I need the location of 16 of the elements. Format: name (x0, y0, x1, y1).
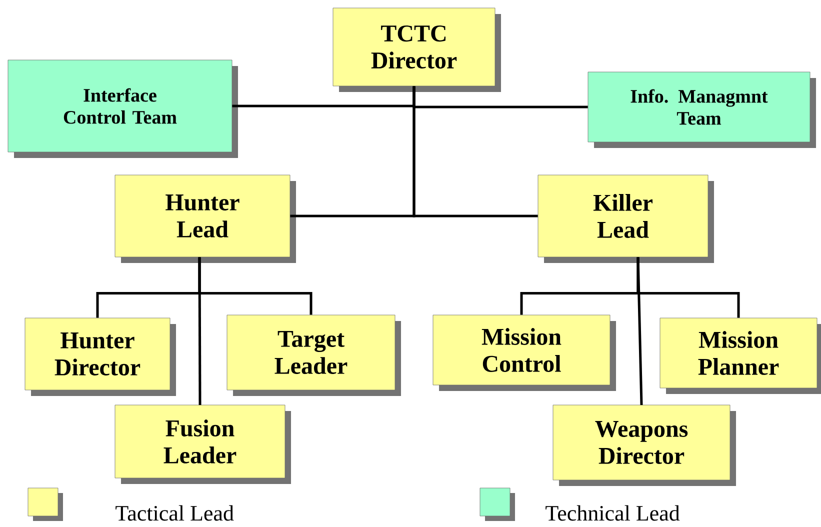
org-box: Weapons Director (552, 404, 736, 486)
connector-line (412, 86, 538, 218)
org-box: TCTC Director (332, 8, 501, 92)
legend-label: Tactical Lead (116, 505, 234, 521)
connector-line (636, 257, 643, 406)
connector-line (198, 257, 202, 405)
org-box: Fusion Leader (114, 404, 291, 484)
org-box: Interface Control Team (8, 60, 238, 158)
legend-label: Technical Lead (546, 505, 680, 521)
org-box: Info. Managmnt Team (588, 72, 816, 148)
org-box: Target Leader (226, 314, 401, 396)
org-box: Hunter Lead (114, 174, 296, 263)
org-box: Mission Control (432, 314, 616, 391)
org-box: Killer Lead (538, 174, 714, 263)
org-box: Mission Planner (660, 318, 821, 394)
org-box: Hunter Director (24, 318, 176, 396)
